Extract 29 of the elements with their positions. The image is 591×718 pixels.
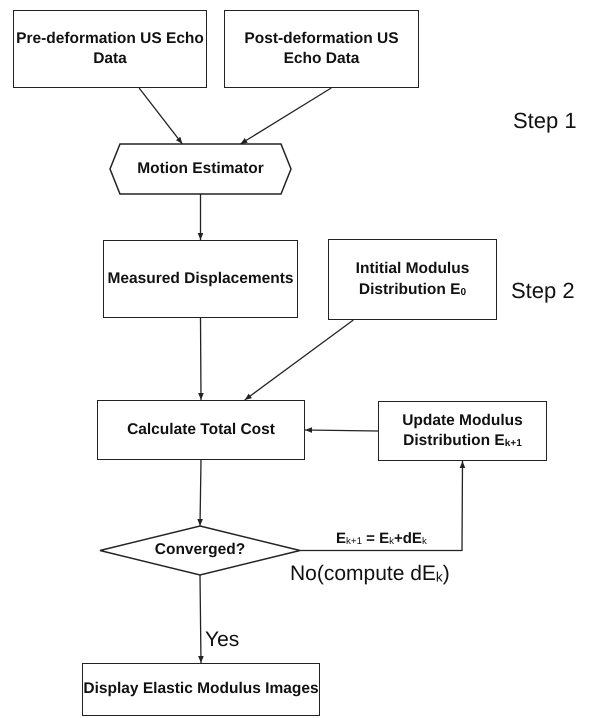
arrow xyxy=(138,88,183,144)
process-hexagon xyxy=(110,144,291,194)
node-text: Calculate Total Cost xyxy=(127,420,275,440)
process-box xyxy=(82,663,320,716)
process-box xyxy=(378,401,547,461)
node-text: Update Modulus Distribution E$_{k+1}$ xyxy=(401,410,524,451)
arrow xyxy=(300,461,466,552)
process-box xyxy=(13,10,207,88)
process-box xyxy=(103,240,298,318)
node-text: Motion Estimator xyxy=(137,158,264,179)
step-label: Step 1 xyxy=(513,108,577,134)
node-text: Pre-deformation US Echo Data xyxy=(15,28,205,69)
node-text: Intitial Modulus Distribution E$_{0}$ xyxy=(354,259,470,300)
node-text: Measured Displacements xyxy=(107,268,294,289)
arrow xyxy=(198,318,204,400)
arrow xyxy=(198,194,204,240)
node-text: Display Elastic Modulus Images xyxy=(83,679,319,700)
arrow xyxy=(240,87,332,145)
node-text: Converged? xyxy=(154,540,246,560)
arrow xyxy=(305,427,378,433)
arrow xyxy=(197,460,203,526)
node-text: Post-deformation US Echo Data xyxy=(243,28,400,69)
process-box xyxy=(224,10,419,88)
process-box xyxy=(97,400,305,460)
update-formula: E$_{k+1}$ = E$_{k}$+dE$_{k}$ xyxy=(336,530,427,547)
arrow xyxy=(198,575,204,663)
step-label: Step 2 xyxy=(511,278,575,304)
process-box xyxy=(328,239,497,320)
arrow xyxy=(244,319,354,401)
